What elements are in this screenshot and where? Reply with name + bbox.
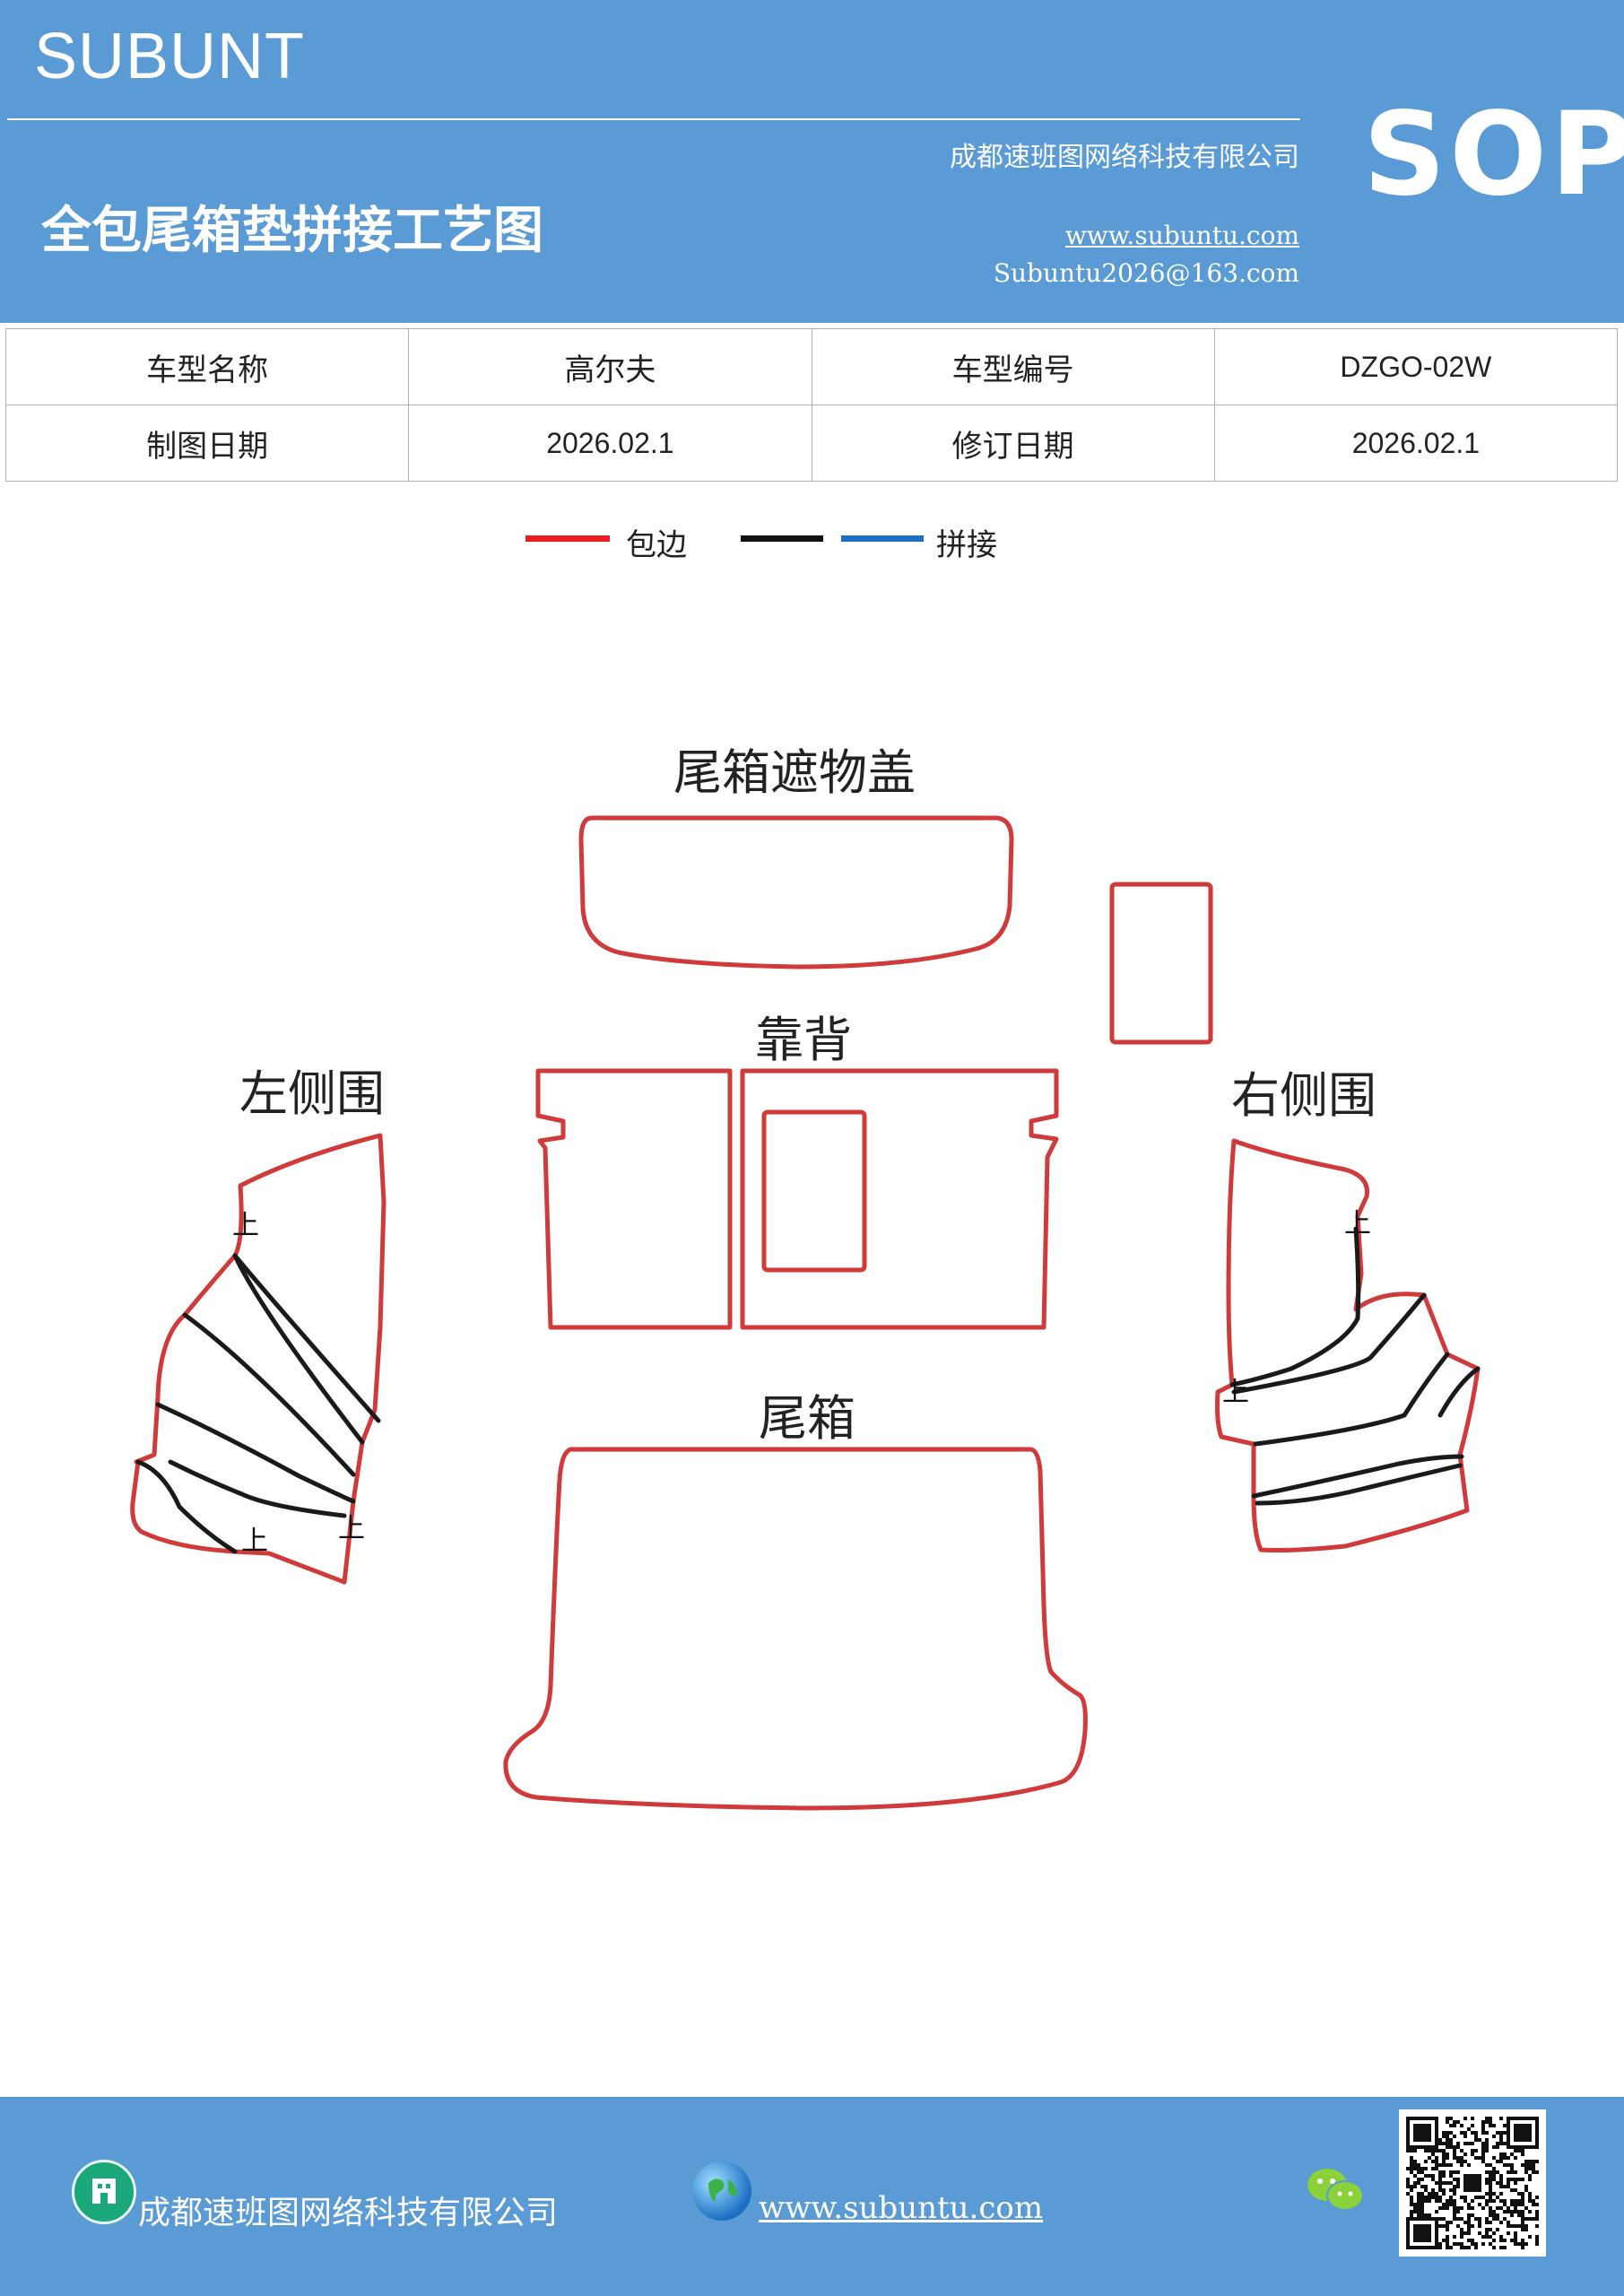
left-side-seams xyxy=(135,1253,381,1554)
legend-label-splice: 拼接 xyxy=(936,527,997,563)
part-label-backrest: 靠背 xyxy=(755,1012,852,1068)
qr-code-image xyxy=(1399,2109,1546,2257)
table-cell-value: 2026.02.1 xyxy=(408,404,812,482)
legend-swatch-splice xyxy=(841,535,924,542)
table-row: 制图日期 2026.02.1 修订日期 2026.02.1 xyxy=(4,404,1619,482)
table-cell-value: DZGO-02W xyxy=(1213,328,1619,405)
globe-icon xyxy=(692,2161,751,2221)
table-cell-label: 车型名称 xyxy=(4,328,410,405)
table-cell-value: 2026.02.1 xyxy=(1213,404,1619,482)
cargo-cover-piece xyxy=(578,815,1014,970)
backrest-right-piece xyxy=(740,1068,1059,1330)
header-email: Subuntu2026@163.com xyxy=(993,258,1299,288)
part-label-cargo-cover: 尾箱遮物盖 xyxy=(673,744,916,801)
header-divider xyxy=(7,118,1300,120)
trunk-mat-diagram: 尾箱遮物盖 靠背 左侧围 右侧围 尾箱 xyxy=(130,744,1481,1811)
vehicle-info-table: 车型名称 高尔夫 车型编号 DZGO-02W 制图日期 2026.02.1 修订… xyxy=(4,328,1619,482)
wechat-icon[interactable] xyxy=(1304,2163,1367,2217)
small-panel-piece xyxy=(1109,882,1213,1045)
up-mark: 上 xyxy=(232,1210,259,1241)
table-cell-label: 车型编号 xyxy=(811,328,1215,405)
table-cell-label: 制图日期 xyxy=(4,404,410,482)
trunk-floor-piece xyxy=(503,1447,1088,1811)
table-cell-label: 修订日期 xyxy=(811,404,1215,482)
brand-logo-text: SUBUNT xyxy=(34,21,306,92)
up-mark: 上 xyxy=(1222,1377,1249,1408)
right-side-piece xyxy=(1215,1138,1481,1552)
backrest-inner-window xyxy=(761,1109,867,1273)
right-side-seams xyxy=(1229,1226,1481,1506)
part-label-trunk: 尾箱 xyxy=(759,1390,855,1447)
legend: 包边 拼接 xyxy=(0,520,1624,574)
header-website-link[interactable]: www.subuntu.com xyxy=(1064,221,1299,250)
page-title: 全包尾箱垫拼接工艺图 xyxy=(41,202,543,260)
part-label-right-side: 右侧围 xyxy=(1231,1067,1376,1124)
footer-banner: 成都速班图网络科技有限公司 www.subuntu.com xyxy=(0,2097,1624,2296)
sop-badge: SOP xyxy=(1363,88,1624,222)
legend-swatch-edge xyxy=(525,535,610,542)
building-icon xyxy=(72,2160,136,2224)
up-mark: 上 xyxy=(1344,1208,1371,1239)
left-side-piece xyxy=(130,1133,386,1585)
header-banner: SUBUNT 成都速班图网络科技有限公司 全包尾箱垫拼接工艺图 www.subu… xyxy=(0,0,1624,323)
table-row: 车型名称 高尔夫 车型编号 DZGO-02W xyxy=(4,328,1619,405)
footer-company-name: 成都速班图网络科技有限公司 xyxy=(138,2195,559,2231)
footer-website-link[interactable]: www.subuntu.com xyxy=(759,2190,1044,2226)
header-company-name: 成都速班图网络科技有限公司 xyxy=(950,142,1299,173)
part-label-left-side: 左侧围 xyxy=(239,1065,385,1122)
legend-label-edge: 包边 xyxy=(626,527,687,563)
legend-swatch-seam xyxy=(741,535,823,542)
up-mark: 上 xyxy=(241,1526,268,1557)
backrest-left-piece xyxy=(535,1068,733,1330)
table-cell-value: 高尔夫 xyxy=(408,328,812,405)
up-mark: 上 xyxy=(338,1513,365,1544)
